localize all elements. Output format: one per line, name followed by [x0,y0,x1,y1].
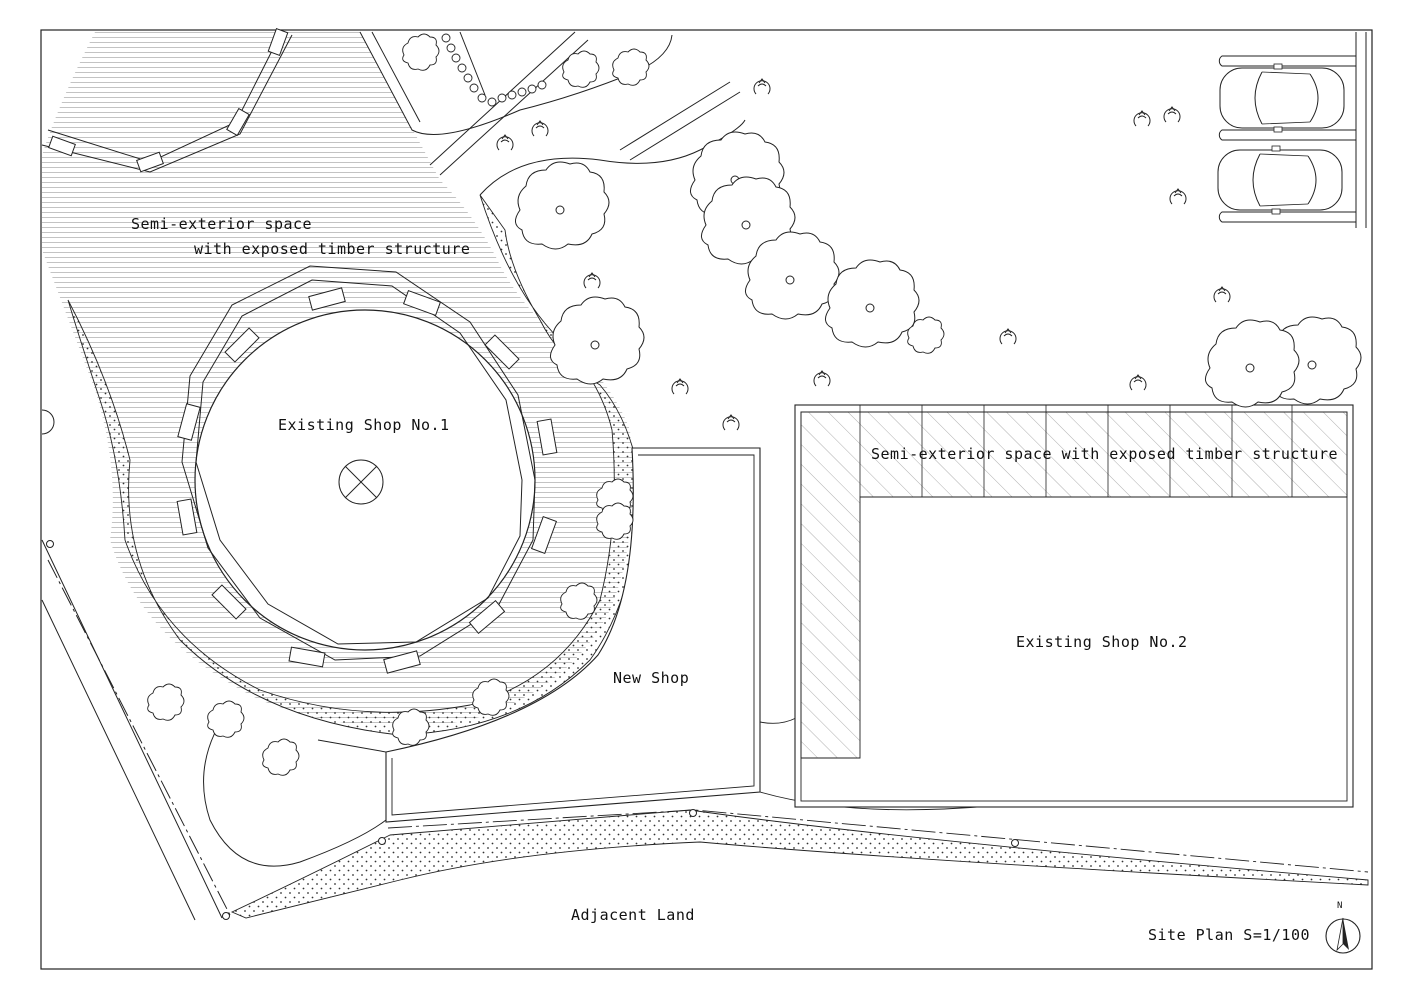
north-letter: N [1337,901,1343,911]
left-garden-curve [203,704,387,867]
drawing-frame [40,29,1373,970]
semi-exterior-label-2: Semi-exterior space with exposed timber … [871,445,1339,463]
timber-ring-inner [195,279,523,645]
north-arrow-icon [1325,917,1361,954]
center-marker [338,459,384,505]
semi-exterior-label-1b: with exposed timber structure [194,240,471,258]
parking-area [1218,32,1367,228]
new-shop-label: New Shop [613,669,690,687]
timber-grid-lines [859,405,1293,497]
existing-shop-2-label: Existing Shop No.2 [1016,633,1188,651]
semi-exterior-label-1a: Semi-exterior space [131,215,313,233]
car-icon [1217,63,1345,215]
adjacent-land-label: Adjacent Land [571,906,695,924]
existing-shop-1-label: Existing Shop No.1 [278,416,450,434]
timber-posts [176,287,558,674]
timber-beams-top [41,28,293,173]
bottom-dotted-strip [230,809,1369,919]
shrub-row-top [441,33,547,107]
left-boundary [41,409,231,921]
site-plan-title: Site Plan S=1/100 [1148,926,1311,944]
